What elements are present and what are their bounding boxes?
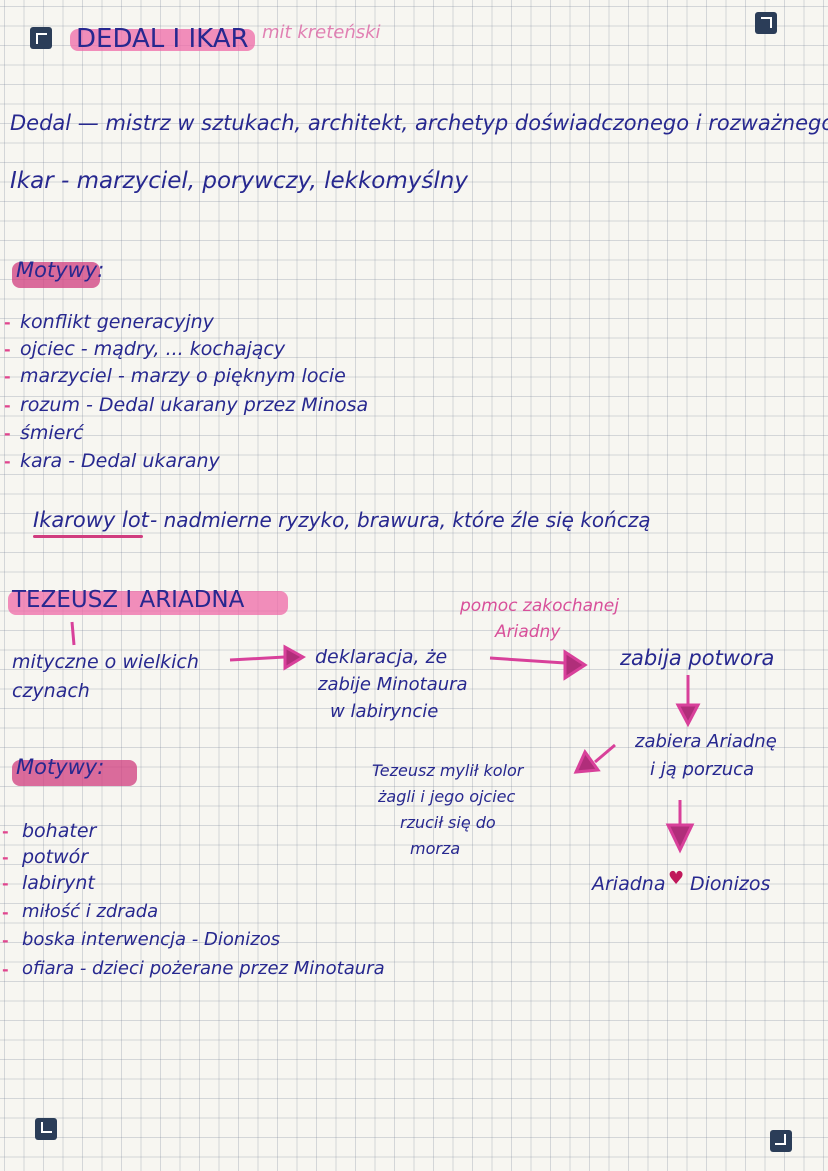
flow-final-left: Ariadna: [592, 873, 666, 895]
motifs-highlight: [12, 262, 100, 288]
bullet-icon: -: [2, 903, 9, 922]
list-item: kara - Dedal ukarany: [20, 450, 220, 472]
idiom-term: Ikarowy lot: [33, 508, 149, 532]
list-item: ojciec - mądry, ... kochający: [20, 338, 286, 360]
list-item: marzyciel - marzy o pięknym locie: [20, 365, 346, 387]
arrow-head-icon: [675, 703, 701, 728]
dedal-line: Dedal — mistrz w sztukach, architekt, ar…: [10, 111, 828, 135]
bullet-icon: -: [2, 874, 9, 893]
bullet-icon: -: [4, 452, 11, 471]
corner-marker-icon: [35, 1118, 57, 1140]
bullet-icon: -: [4, 313, 11, 332]
bullet-icon: -: [4, 340, 11, 359]
arrow-head-icon: [573, 749, 601, 774]
flow-declaration-2: zabije Minotaura: [318, 674, 468, 695]
page-subtitle: mit kreteński: [262, 22, 381, 43]
list-item: potwór: [22, 846, 89, 868]
list-item: konflikt generacyjny: [20, 311, 214, 333]
flow-help-2: Ariadny: [495, 622, 561, 642]
bullet-icon: -: [4, 424, 11, 443]
motifs2-highlight: [12, 760, 137, 786]
flow-end-3: rzucił się do: [400, 813, 496, 832]
idiom-underline: [33, 535, 143, 538]
corner-marker-icon: [30, 27, 52, 49]
flow-takes-1: zabiera Ariadnę: [635, 731, 777, 752]
flow-declaration-3: w labiryncie: [330, 701, 439, 722]
motifs2-heading: Motywy:: [16, 755, 105, 779]
section2-heading: TEZEUSZ I ARIADNA: [12, 587, 245, 613]
bullet-icon: -: [4, 367, 11, 386]
arrow-line: [594, 743, 616, 764]
flow-final-right: Dionizos: [690, 873, 771, 895]
arrow-head-icon: [283, 644, 306, 671]
bullet-icon: -: [4, 396, 11, 415]
flow-end-2: żagli i jego ojciec: [378, 787, 516, 806]
list-item: ofiara - dzieci pożerane przez Minotaura: [22, 958, 385, 979]
list-item: rozum - Dedal ukarany przez Minosa: [20, 394, 369, 416]
list-item: labirynt: [22, 872, 95, 894]
list-item: miłość i zdrada: [22, 901, 159, 922]
arrow-line: [229, 655, 286, 662]
motifs-heading: Motywy:: [16, 258, 105, 282]
corner-marker-icon: [755, 12, 777, 34]
page-title: DEDAL I IKAR: [76, 24, 249, 54]
title-highlight: [70, 29, 255, 51]
flow-help-1: pomoc zakochanej: [460, 596, 619, 616]
flow-takes-2: i ją porzuca: [650, 759, 755, 780]
arrow-line: [70, 621, 76, 646]
flow-kills: zabija potwora: [620, 646, 775, 670]
arrow-head-icon: [665, 823, 695, 854]
bullet-icon: -: [2, 960, 9, 979]
list-item: boska interwencja - Dionizos: [22, 929, 281, 950]
heart-icon: ♥: [668, 868, 685, 889]
section2-highlight: [8, 591, 288, 615]
flow-end-1: Tezeusz mylił kolor: [372, 761, 524, 780]
flow-start: mityczne o wielkich czynach: [12, 651, 199, 702]
bullet-icon: -: [2, 931, 9, 950]
bullet-icon: -: [2, 822, 9, 841]
flow-end-4: morza: [410, 839, 461, 858]
corner-marker-icon: [770, 1130, 792, 1152]
list-item: bohater: [22, 820, 97, 842]
flow-declaration-1: deklaracja, że: [315, 646, 448, 668]
arrow-line: [489, 656, 566, 665]
ikar-line: Ikar - marzyciel, porywczy, lekkomyślny: [10, 168, 468, 194]
bullet-icon: -: [2, 848, 9, 867]
idiom-definition: - nadmierne ryzyko, brawura, które źle s…: [150, 508, 651, 532]
list-item: śmierć: [20, 422, 84, 444]
arrow-head-icon: [563, 649, 588, 681]
